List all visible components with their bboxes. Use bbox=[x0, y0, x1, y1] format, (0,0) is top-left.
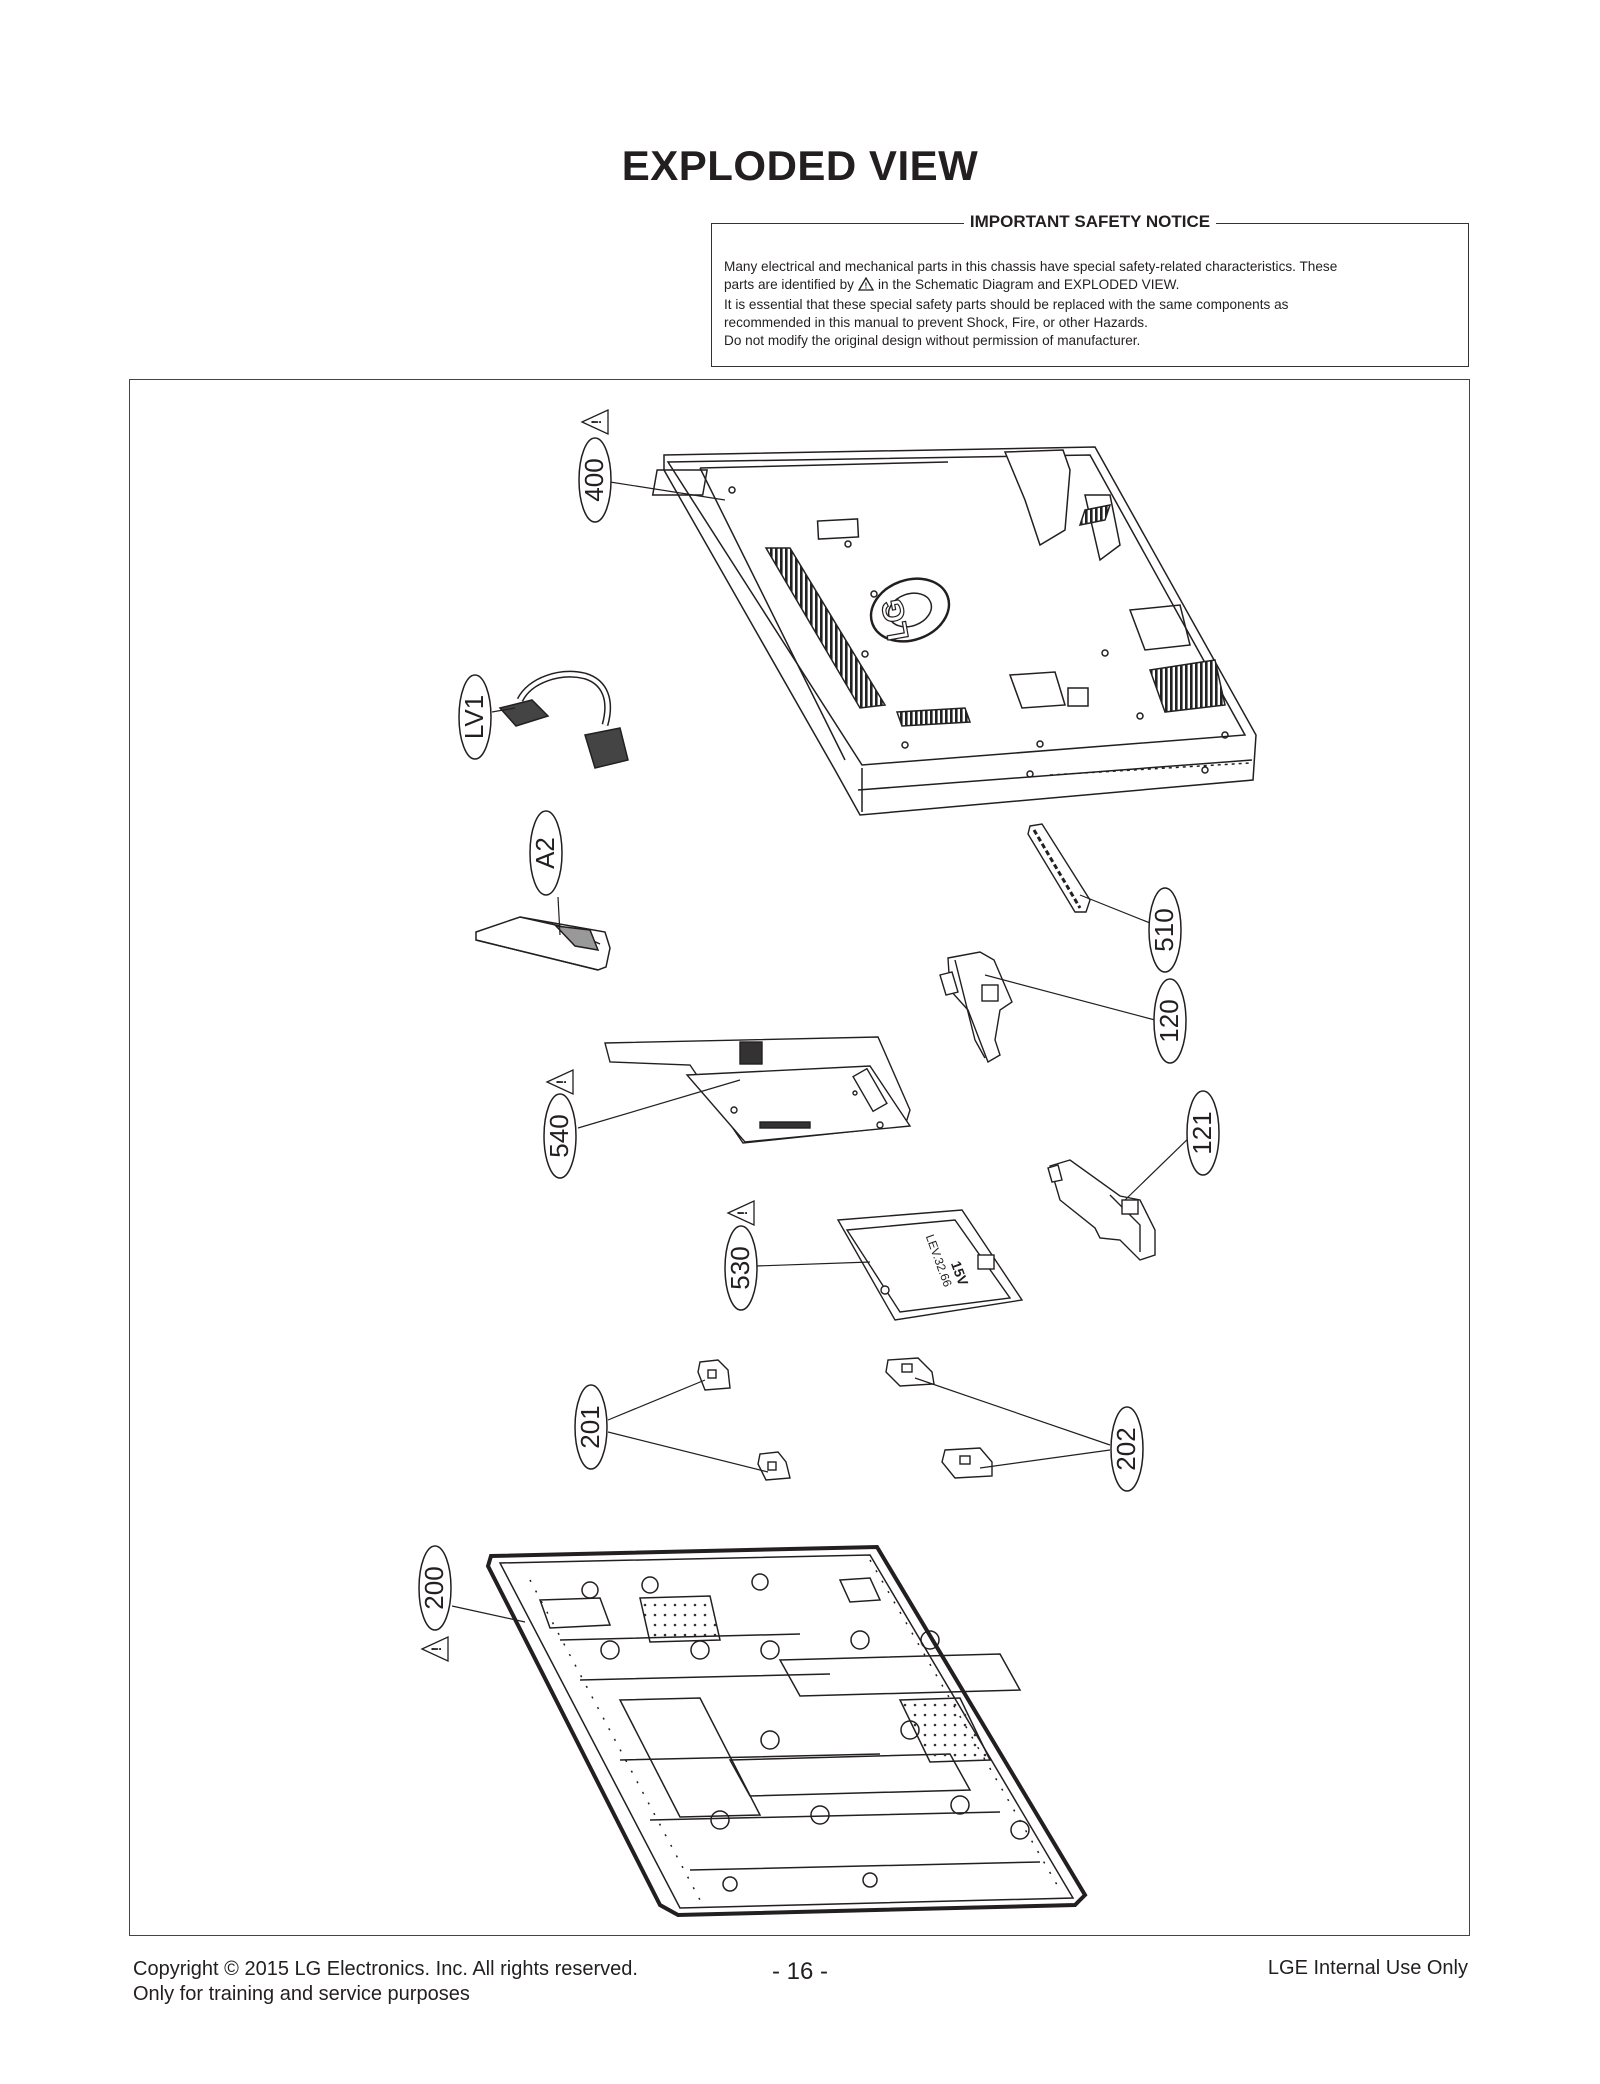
drawing-frame bbox=[129, 379, 1470, 1936]
panel-part bbox=[485, 1544, 1088, 1918]
bracket-120-part bbox=[939, 951, 1013, 1064]
part-label-530: 530 bbox=[724, 1225, 758, 1311]
svg-text:!: ! bbox=[553, 1080, 569, 1085]
part-label-200: 200 bbox=[418, 1545, 452, 1631]
part-label-510: 510 bbox=[1148, 887, 1182, 973]
svg-text:A2: A2 bbox=[530, 837, 560, 869]
part-label-120: 120 bbox=[1153, 978, 1187, 1064]
part-label-540: 540 bbox=[543, 1093, 577, 1179]
svg-text:LV1: LV1 bbox=[459, 695, 489, 739]
part-label-lv1: LV1 bbox=[458, 674, 492, 760]
warning-triangle-icon: ! bbox=[420, 1635, 449, 1663]
svg-text:530: 530 bbox=[725, 1246, 755, 1289]
warning-triangle-icon: ! bbox=[580, 408, 609, 436]
back-cover-part: LG bbox=[651, 446, 1257, 816]
svg-text:!: ! bbox=[428, 1647, 444, 1652]
svg-text:510: 510 bbox=[1149, 908, 1179, 951]
notice-line-2: parts are identified by!in the Schematic… bbox=[724, 276, 1456, 296]
remote-control-part bbox=[475, 916, 611, 971]
main-board-part bbox=[604, 1036, 912, 1144]
part-label-400: 400 bbox=[578, 437, 612, 523]
part-label-201: 201 bbox=[574, 1384, 608, 1470]
svg-text:202: 202 bbox=[1111, 1427, 1141, 1470]
notice-line-5: Do not modify the original design withou… bbox=[724, 333, 1141, 348]
svg-text:120: 120 bbox=[1154, 999, 1184, 1042]
page-title: EXPLODED VIEW bbox=[621, 142, 979, 189]
footer-copyright: Copyright © 2015 LG Electronics. Inc. Al… bbox=[133, 1958, 638, 2005]
holder-202-bottom bbox=[941, 1447, 993, 1479]
notice-line-3: It is essential that these special safet… bbox=[724, 297, 1289, 312]
safety-notice-box: IMPORTANT SAFETY NOTICE Many electrical … bbox=[711, 212, 1469, 367]
warning-triangle-icon: ! bbox=[857, 276, 875, 296]
power-board-part: LEV.32.66 15V bbox=[836, 1209, 1024, 1321]
notice-line-4: recommended in this manual to prevent Sh… bbox=[724, 315, 1148, 330]
holder-201-bottom bbox=[757, 1451, 791, 1481]
warning-triangle-icon: ! bbox=[545, 1068, 574, 1096]
svg-text:!: ! bbox=[865, 282, 868, 291]
key-button-part bbox=[1027, 823, 1091, 913]
safety-notice-body: Many electrical and mechanical parts in … bbox=[724, 258, 1456, 350]
part-label-121: 121 bbox=[1186, 1090, 1220, 1176]
svg-text:121: 121 bbox=[1187, 1111, 1217, 1154]
lg-logo: LG bbox=[876, 596, 916, 643]
svg-text:201: 201 bbox=[575, 1405, 605, 1448]
page-number: - 16 - bbox=[771, 1958, 828, 1985]
svg-text:400: 400 bbox=[579, 458, 609, 501]
part-label-202: 202 bbox=[1110, 1406, 1144, 1492]
svg-text:200: 200 bbox=[419, 1566, 449, 1609]
part-label-a2: A2 bbox=[529, 810, 563, 896]
lvds-cable-part bbox=[498, 670, 629, 769]
footer-internal: LGE Internal Use Only bbox=[1267, 1957, 1468, 1979]
bracket-121-part bbox=[1047, 1159, 1156, 1261]
svg-text:!: ! bbox=[734, 1211, 750, 1216]
notice-line-1: Many electrical and mechanical parts in … bbox=[724, 259, 1338, 274]
safety-notice-heading: IMPORTANT SAFETY NOTICE bbox=[963, 212, 1217, 231]
warning-triangle-icon: ! bbox=[726, 1199, 755, 1227]
svg-text:540: 540 bbox=[544, 1114, 574, 1157]
holder-201-top bbox=[697, 1359, 731, 1391]
svg-text:!: ! bbox=[588, 420, 604, 425]
